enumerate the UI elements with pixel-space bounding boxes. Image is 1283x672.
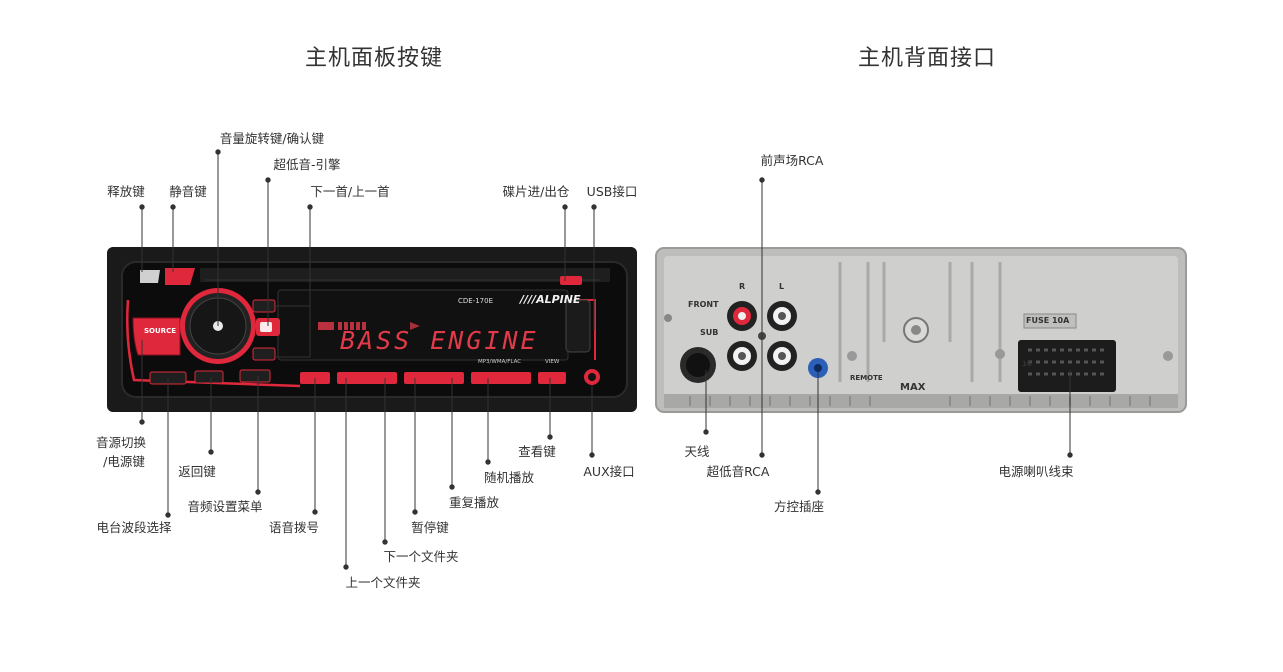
label-source-line2: /电源键 [103,454,145,469]
label-random: 随机播放 [483,470,535,485]
label-band-select: 电台波段选择 [96,520,172,535]
label-antenna: 天线 [684,444,710,459]
label-aux: AUX接口 [583,464,635,479]
source-button-text: SOURCE [144,327,176,335]
label-steering-control: 方控插座 [773,499,825,514]
label-power-harness: 电源喇叭线束 [998,464,1074,479]
label-mute: 静音键 [169,184,207,199]
label-usb: USB接口 [586,184,638,199]
label-source-line1: 音源切换 [95,435,147,450]
rear-ten-text: 10 [1022,360,1032,368]
label-release: 释放键 [107,184,145,199]
rear-remote-text: REMOTE [850,374,883,382]
rear-panel-device [655,247,1187,413]
label-next-prev-track: 下一首/上一首 [310,184,390,199]
rear-panel-title: 主机背面接口 [858,46,997,71]
view-button-text: VIEW [545,359,560,365]
brand-logo: ////ALPINE [520,293,581,306]
rear-l-text: L [779,282,785,291]
front-panel-title: 主机面板按键 [305,46,444,71]
label-front-rca: 前声场RCA [760,153,824,168]
label-audio-setup: 音频设置菜单 [187,499,263,514]
label-pause: 暂停键 [411,520,449,535]
lcd-display-text: BASS ENGINE [340,326,539,355]
rear-front-text: FRONT [688,300,719,309]
rear-r-text: R [739,282,746,291]
rear-fuse-text: FUSE 10A [1026,316,1070,325]
label-repeat: 重复播放 [448,495,500,510]
label-view: 查看键 [518,444,556,459]
rear-max-text: MAX [900,382,926,393]
label-disc-eject: 碟片进/出仓 [502,184,570,199]
model-number: CDE-170E [458,297,494,305]
label-prev-folder: 上一个文件夹 [345,575,421,590]
label-voice-dial: 语音拨号 [268,520,320,535]
leader-lines [139,149,1073,570]
label-subwoofer-engine: 超低音-引擎 [273,157,341,172]
format-badge: MP3/WMA/FLAC [478,359,522,365]
label-next-folder: 下一个文件夹 [383,549,459,564]
label-back-key: 返回键 [178,464,216,479]
label-sub-rca: 超低音RCA [706,464,770,479]
rear-sub-text: SUB [700,328,719,337]
label-volume-knob: 音量旋转键/确认键 [219,131,325,146]
